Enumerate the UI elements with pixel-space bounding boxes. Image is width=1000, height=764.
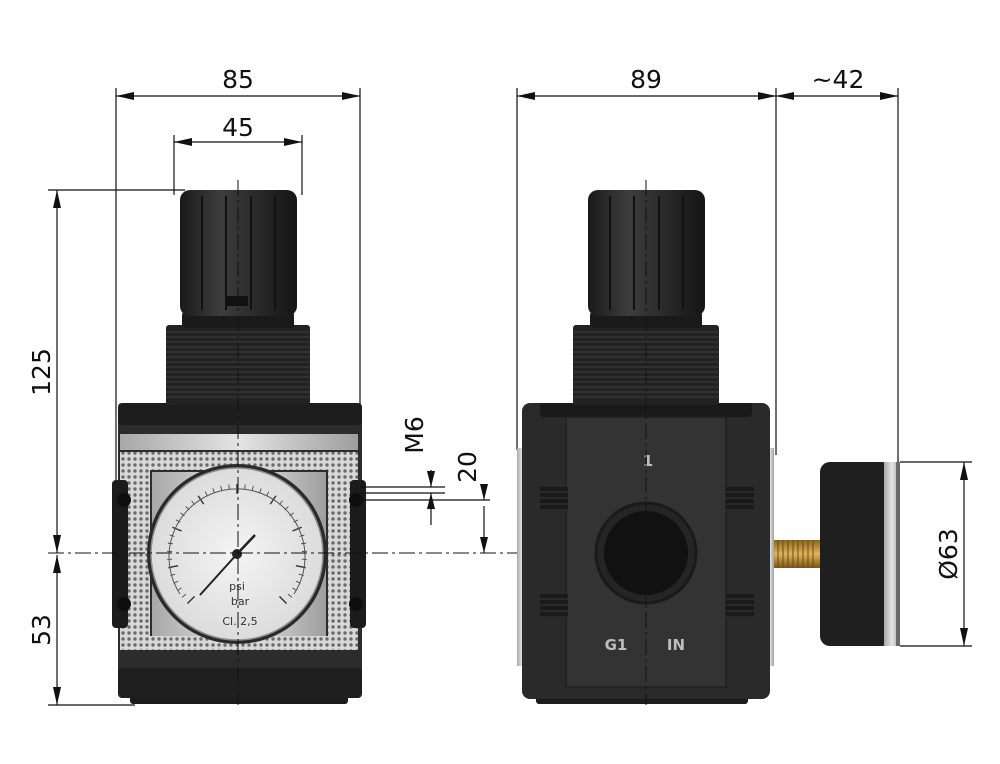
gauge-tick xyxy=(181,593,187,598)
gauge-tick xyxy=(175,519,181,523)
gauge-unit: bar xyxy=(231,595,250,608)
brass-fitting xyxy=(774,540,820,568)
dimension-thread-spacing: 20 xyxy=(453,451,482,483)
gauge-tick xyxy=(269,495,277,505)
gauge-tick xyxy=(293,519,299,523)
pressure-gauge: psi bar Cl. 2,5 xyxy=(147,464,327,644)
dimension-gauge-depth: ~42 xyxy=(812,65,865,94)
arrow-head xyxy=(427,471,435,487)
dimension-lower-height: 53 xyxy=(27,614,56,646)
arrow-head xyxy=(758,92,776,100)
gauge-tick xyxy=(287,593,293,598)
adjustment-knob xyxy=(180,190,297,316)
port-number-label: 1 xyxy=(643,452,653,470)
gauge-class: Cl. 2,5 xyxy=(222,615,257,628)
arrow-head xyxy=(342,92,360,100)
gauge-tick xyxy=(251,485,254,491)
dimension-side-depth: 89 xyxy=(630,65,662,94)
side-rib xyxy=(540,487,568,511)
right-mounting-tab xyxy=(350,480,366,628)
arrow-head xyxy=(480,537,488,553)
side-view: 1 G1 IN 89 ~42 Ø63 xyxy=(516,65,972,705)
gauge-tick xyxy=(220,485,223,491)
mounting-hole xyxy=(349,493,363,507)
arrow-head xyxy=(427,493,435,509)
gauge-tick xyxy=(172,526,182,532)
arrow-head xyxy=(880,92,898,100)
mounting-hole xyxy=(117,597,131,611)
dimension-gauge-diameter: Ø63 xyxy=(934,528,963,580)
arrow-head xyxy=(116,92,134,100)
arrow-head xyxy=(776,92,794,100)
side-rib xyxy=(726,487,754,511)
arrow-head xyxy=(53,687,61,705)
arrow-head xyxy=(53,555,61,573)
mounting-hole xyxy=(349,597,363,611)
knob-ribs xyxy=(201,196,276,310)
brass-fitting-threads xyxy=(777,540,814,568)
gauge-tick xyxy=(244,484,246,490)
dimension-total-height: 125 xyxy=(27,348,56,396)
gauge-scale-arc xyxy=(168,488,306,595)
dimension-knob-width: 45 xyxy=(222,113,254,142)
left-mounting-tab xyxy=(112,480,128,628)
side-gauge-body xyxy=(820,462,892,646)
arrow-head xyxy=(960,462,968,480)
arrow-head xyxy=(174,138,192,146)
arrow-head xyxy=(284,138,302,146)
arrow-head xyxy=(517,92,535,100)
gauge-tick xyxy=(187,595,196,604)
front-view: psi bar Cl. 2,5 85 45 xyxy=(27,65,490,706)
body-bottom-cap xyxy=(118,668,362,698)
side-rib xyxy=(540,594,568,618)
gauge-tick xyxy=(278,595,287,604)
arrow-head xyxy=(960,628,968,646)
gauge-tick xyxy=(197,495,205,505)
arrow-head xyxy=(480,484,488,500)
mounting-hole xyxy=(117,493,131,507)
arrow-head xyxy=(53,535,61,553)
side-knob-ribs xyxy=(609,196,684,310)
gauge-tick xyxy=(292,526,302,532)
dimension-thread: M6 xyxy=(400,416,429,453)
gauge-tick xyxy=(228,484,230,490)
gauge-needle xyxy=(199,553,238,596)
side-rib xyxy=(726,594,754,618)
side-gauge-glass-edge xyxy=(896,462,900,646)
side-rib-lines xyxy=(540,491,754,618)
knob-lock-notch xyxy=(226,296,248,306)
gauge-unit-alt: psi xyxy=(229,580,245,593)
side-adjustment-knob xyxy=(588,190,705,316)
arrow-head xyxy=(53,190,61,208)
mesh-strip-top xyxy=(120,452,358,470)
metal-band-top xyxy=(120,434,358,450)
dimension-front-width: 85 xyxy=(222,65,254,94)
body-top-cap xyxy=(118,403,362,425)
direction-label: IN xyxy=(667,636,685,654)
gauge-needle-hub xyxy=(232,549,242,559)
thread-size-label: G1 xyxy=(605,636,628,654)
